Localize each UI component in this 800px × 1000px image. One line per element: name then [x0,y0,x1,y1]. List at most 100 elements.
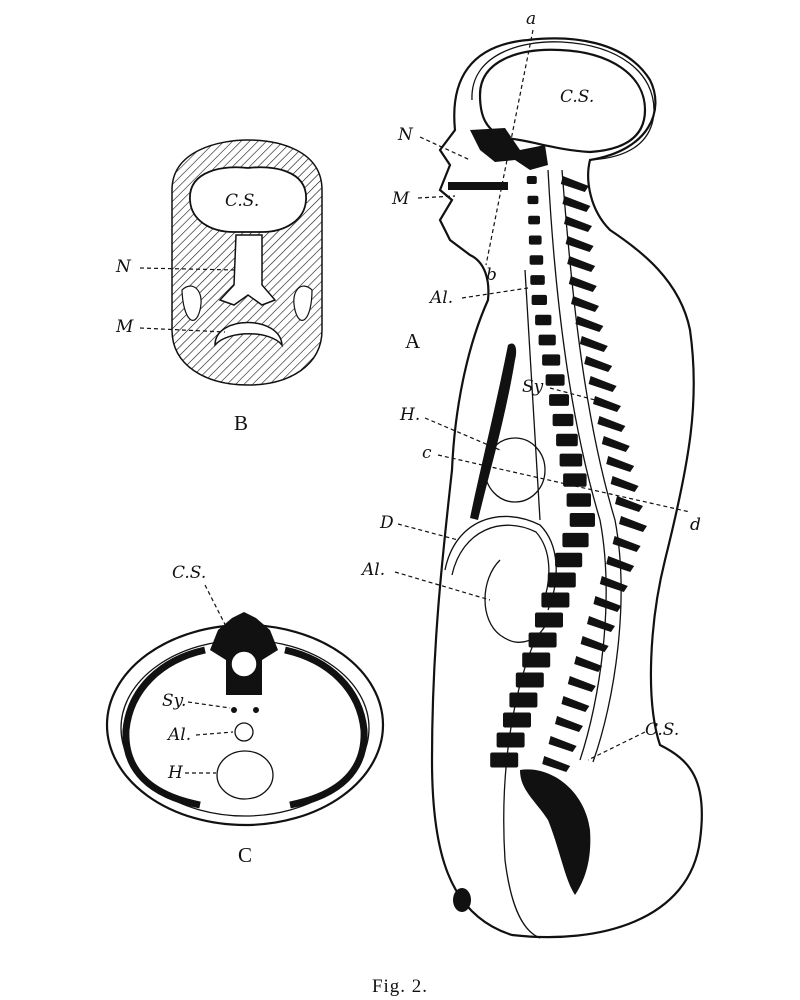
panel-b-head-section: C.S. N M B [115,139,323,435]
spinous-process [599,576,628,592]
anterior-vessel [470,343,517,520]
vertebral-body [535,314,552,326]
section-line-cd [437,454,691,513]
vertebral-body [556,433,578,447]
leader-m [417,195,456,199]
vertebral-body [541,592,570,608]
sacrum [520,769,591,895]
vertebral-body [563,473,587,487]
label-b-n: N [115,257,132,277]
label-h: H. [399,405,420,425]
vertebral-body [531,294,547,305]
vertebral-body [542,354,561,366]
cheek-right [293,285,313,321]
spinous-process [588,376,617,392]
spinous-process [612,536,641,552]
stomach [484,559,549,643]
leader-al-upper [461,287,529,299]
leader-sy [549,387,596,401]
spinal-canal-front [547,169,607,761]
label-c-cs: C.S. [172,563,206,583]
spinous-process [606,556,635,572]
nasal-cavity [218,234,277,306]
leader-b-n [139,267,237,271]
label-sy: Sy [522,377,544,397]
spinous-process [574,656,603,672]
spinous-process [567,256,596,272]
vertebral-body [530,275,545,285]
panel-c-trunk-section: C.S. Sy. Al. H C [105,563,385,867]
vertebral-body [526,176,537,184]
diaphragm [444,515,557,611]
body-outline [430,37,703,939]
leader-c-al [195,731,234,736]
spinous-process [587,616,615,632]
panel-label-c: C [238,843,252,867]
spinous-process [579,336,608,352]
label-al-upper: Al. [428,288,453,308]
label-cs-brain: C.S. [560,87,594,107]
brain-cavity-b [189,166,307,233]
diaphragm-inner [451,524,550,607]
vertebral-body [535,612,563,628]
spinous-process [615,496,643,512]
spinous-process [562,196,591,212]
spinal-cord-c [230,650,258,678]
vertebral-body [555,552,583,568]
section-line-ab [485,29,534,266]
spinous-process [548,736,577,752]
vertebral-body [522,652,551,668]
spinous-process [568,276,597,292]
trunk-inner-line [503,639,541,939]
label-b-cs: C.S. [225,191,259,211]
sympathetic-left [231,707,237,713]
spinous-process [597,416,626,432]
label-b-m: M [115,317,134,337]
label-al-lower: Al. [360,560,385,580]
skull-inner [471,41,655,161]
vertebral-body [529,255,544,265]
label-diaphragm: D [379,513,394,533]
spinous-process [593,396,621,412]
spinous-process [565,236,594,252]
vertebral-body [545,374,565,386]
figure-caption: Fig. 2. [372,976,428,997]
panel-label-b: B [234,411,248,435]
panel-label-a: A [405,329,421,353]
vertebral-body [496,732,525,748]
vertebral-body [538,334,556,346]
vertebral-body [528,215,540,225]
vertebral-body [528,235,542,245]
vertebral-body [566,493,591,507]
spinous-process [561,696,590,712]
esophagus [524,269,541,521]
alimentary-c [234,722,254,742]
heart [484,437,546,503]
navel-mark [453,888,471,912]
spinous-process [619,516,647,532]
spinous-process [567,676,596,692]
cheek-left [181,285,202,321]
leader-al-lower [394,571,491,601]
spinous-process [584,356,613,372]
vertebral-bodies [490,176,595,768]
ribs [122,646,368,809]
vertebral-body [490,752,519,768]
leader-cs-cord [587,731,646,761]
vertebral-body [552,413,574,427]
label-d: d [690,515,701,535]
vertebral-body [549,394,569,406]
label-c-h: H [167,763,184,783]
label-n: N [397,125,414,145]
panel-a-sagittal-section: a C.S. N M b Al. A Sy H. c d D Al. C.S. [360,9,703,939]
heart-c [216,750,274,800]
spinous-process [571,296,599,312]
label-c-sy: Sy. [162,691,186,711]
vertebral-body [569,513,595,527]
spinous-process [601,436,630,452]
vertebral-body [527,195,539,205]
spinous-process [606,456,635,472]
label-cs-cord: C.S. [645,720,679,740]
leader-c-sy [187,701,231,709]
